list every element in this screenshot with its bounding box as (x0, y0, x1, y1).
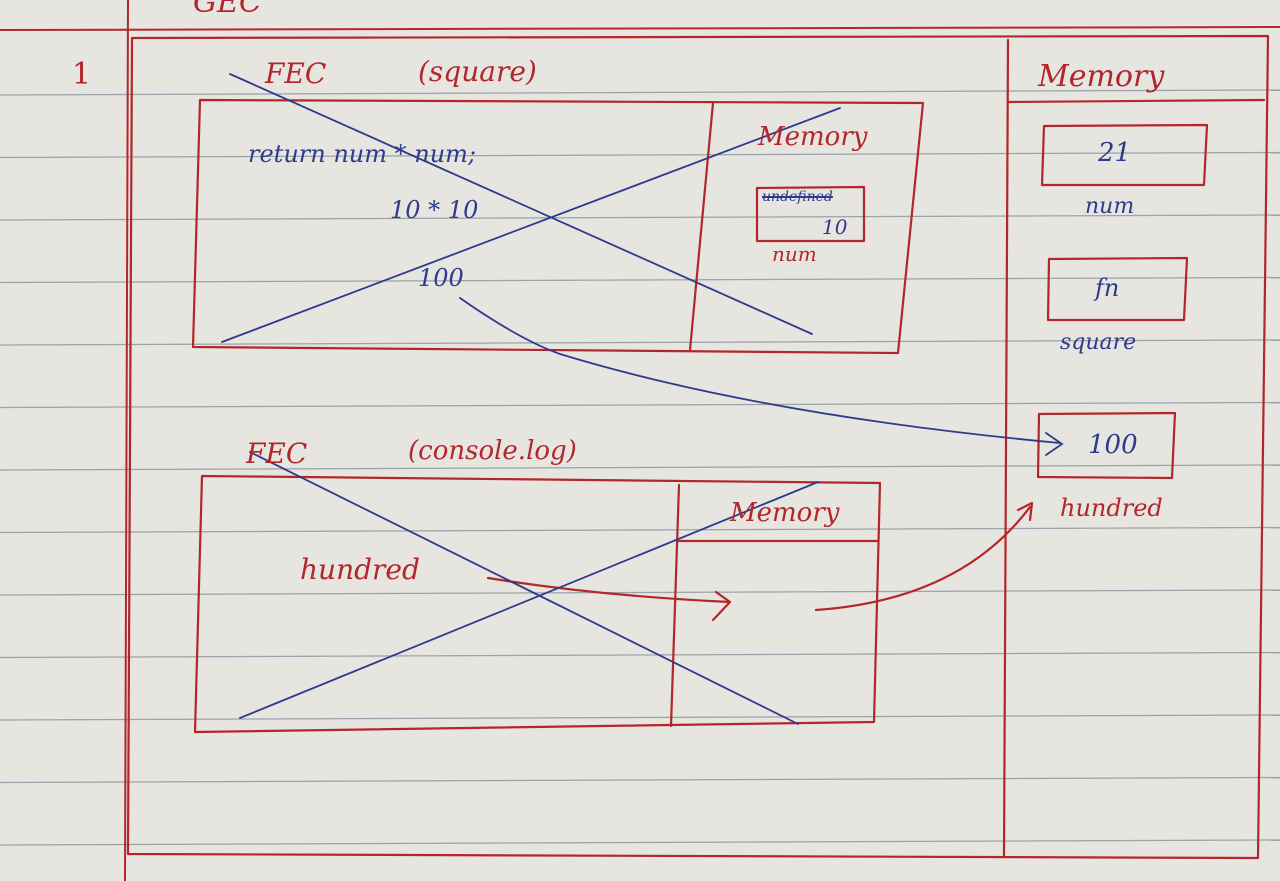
hundred-lookup-arrow (486, 576, 732, 604)
log-cross-line-b (239, 481, 819, 719)
square-fec-box (191, 98, 925, 355)
gec-slot-square-box (1046, 256, 1189, 322)
gec-slot-hundred-label: hundred (1060, 494, 1163, 522)
gec-slot-num-value: 21 (1098, 138, 1132, 168)
square-memory-slot-box (755, 185, 866, 243)
log-fec-title: FEC (246, 437, 308, 470)
gec-memory-header-line (1006, 98, 1266, 104)
ruled-line (0, 526, 1280, 534)
square-fec-subtitle: (square) (418, 55, 537, 88)
square-code-line: return num * num; (248, 140, 477, 168)
square-cross-line-a (229, 73, 813, 335)
ruled-lines (0, 89, 1280, 846)
square-fec-title: FEC (265, 57, 327, 90)
hundred-lookup-arrowhead (711, 590, 732, 622)
ruled-line (0, 339, 1280, 346)
gec-slot-hundred-box (1036, 411, 1177, 480)
square-memory-value: 10 (822, 215, 848, 239)
log-fec-box (193, 474, 882, 734)
gec-slot-square-value: fn (1095, 274, 1120, 302)
ruled-line (0, 589, 1280, 596)
square-result: 100 (418, 264, 464, 292)
ruled-line (0, 839, 1280, 846)
log-fec-subtitle: (console.log) (408, 436, 577, 466)
gec-frame (126, 34, 1270, 860)
gec-slot-hundred-value: 100 (1088, 430, 1138, 460)
square-memory-label: num (772, 242, 817, 266)
hundred-to-gec-arrow (814, 505, 1032, 612)
ruled-line (0, 776, 1280, 784)
ruled-line (0, 651, 1280, 659)
left-margin-line (124, 0, 129, 881)
ruled-line (0, 276, 1280, 284)
square-cross-line-b (221, 107, 841, 343)
gec-slot-square-label: square (1060, 330, 1137, 355)
square-memory-title: Memory (758, 122, 868, 152)
ruled-line (0, 214, 1280, 221)
return-value-arrowhead (1045, 432, 1064, 456)
log-memory-title: Memory (730, 498, 840, 528)
gec-memory-divider (1002, 38, 1010, 858)
hundred-to-gec-arrowhead (1016, 501, 1034, 522)
return-value-arrow (459, 297, 1061, 444)
page-number: 1 (72, 57, 92, 92)
ruled-line (0, 151, 1280, 159)
ruled-line (0, 401, 1280, 409)
gec-title: GEC (193, 0, 262, 20)
square-memory-struck-value: undefined (762, 189, 833, 205)
square-calc-line: 10 * 10 (390, 196, 479, 224)
gec-slot-num-label: num (1085, 194, 1135, 219)
log-cross-line-a (249, 451, 799, 725)
ruled-line (0, 714, 1280, 721)
ruled-line (0, 89, 1280, 96)
ruled-line (0, 464, 1280, 471)
top-margin-line (0, 26, 1280, 31)
log-variable: hundred (300, 553, 420, 586)
square-memory-divider (688, 101, 715, 352)
gec-slot-num-box (1040, 123, 1209, 187)
gec-memory-title: Memory (1038, 59, 1165, 94)
log-memory-divider (669, 483, 681, 728)
